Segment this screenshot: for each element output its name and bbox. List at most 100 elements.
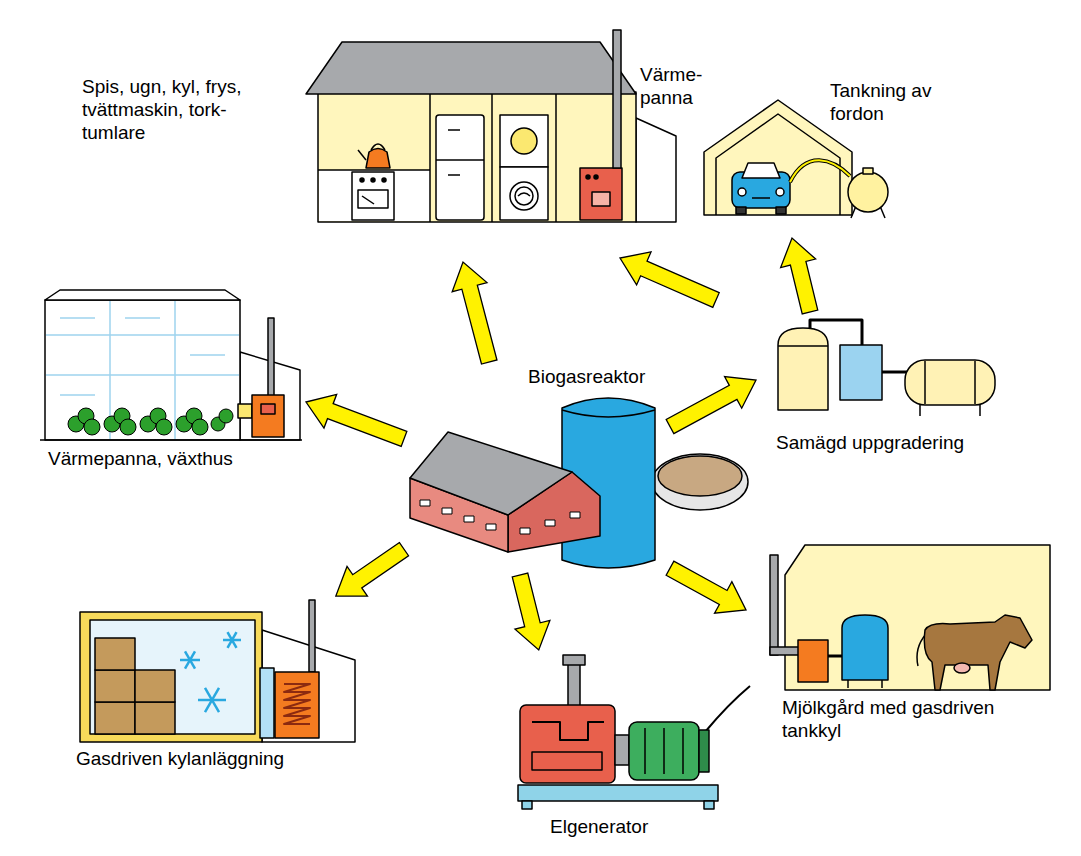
upgrading-illustration — [919, 404, 921, 416]
garage-illustration — [776, 188, 784, 196]
house-illustration — [448, 129, 460, 131]
application-box: Elgenerator — [508, 650, 756, 846]
greenhouse-illustration — [120, 419, 136, 435]
cold-storage-illustration — [185, 651, 195, 668]
garage-illustration — [752, 197, 770, 199]
garage-illustration — [776, 207, 786, 214]
generator-illustration — [682, 728, 684, 774]
cold-storage-illustration — [228, 632, 237, 648]
greenhouse-illustration — [125, 317, 160, 319]
dairy-illustration — [954, 663, 970, 673]
reactor-illustration — [410, 432, 572, 515]
cold-storage-illustration — [95, 702, 135, 734]
cold-storage-illustration — [180, 632, 241, 712]
cold-storage-illustration — [309, 600, 315, 672]
node-label: Värmepanna, växthus — [48, 448, 233, 471]
garage-illustration — [848, 172, 888, 212]
greenhouse-illustration — [60, 394, 95, 396]
cold-storage-illustration — [135, 670, 175, 702]
house-illustration — [358, 190, 388, 208]
flow-arrow — [620, 252, 719, 307]
house-illustration — [362, 196, 374, 204]
greenhouse-illustration — [46, 301, 239, 439]
greenhouse-illustration — [68, 408, 233, 435]
generator-illustration — [518, 655, 750, 809]
reactor-illustration — [410, 398, 748, 568]
reactor-illustration — [520, 528, 530, 534]
application-box: Tankning av fordon — [712, 76, 990, 222]
garage-illustration — [716, 114, 840, 215]
generator-illustration — [705, 686, 750, 732]
reactor-illustration — [420, 500, 430, 506]
garage-illustration — [790, 160, 850, 182]
reactor-illustration — [486, 524, 496, 530]
greenhouse-illustration — [46, 374, 239, 376]
generator-illustration — [615, 735, 629, 765]
dairy-illustration — [770, 647, 800, 655]
generator-illustration — [518, 785, 718, 801]
garage-illustration — [736, 207, 746, 214]
house-illustration — [510, 182, 538, 210]
garage-illustration — [704, 100, 852, 215]
greenhouse-illustration — [238, 404, 252, 418]
house-illustration — [436, 159, 484, 161]
greenhouse-illustration — [219, 409, 233, 423]
house-illustration — [613, 30, 621, 168]
application-box: Samägd uppgradering — [770, 318, 1020, 464]
cold-storage-illustration — [228, 632, 237, 648]
greenhouse-illustration — [192, 419, 208, 435]
generator-illustration — [520, 705, 615, 783]
house-illustration — [352, 172, 394, 220]
dairy-illustration — [770, 545, 1050, 690]
node-label: Mjölkgård med gasdriven tankkyl — [782, 697, 1032, 743]
garage-illustration — [738, 188, 746, 196]
reactor-illustration — [420, 500, 580, 534]
house-illustration — [580, 168, 622, 220]
dairy-illustration — [828, 655, 842, 658]
flow-arrow — [781, 238, 818, 314]
flow-arrow — [306, 394, 407, 446]
reactor-illustration — [442, 508, 452, 514]
house-illustration — [306, 30, 676, 222]
generator-illustration — [568, 662, 580, 707]
house-illustration — [448, 174, 460, 176]
cold-storage-illustration — [95, 638, 135, 670]
upgrading-illustration — [974, 361, 976, 404]
house-illustration — [371, 144, 385, 150]
house-illustration — [318, 92, 636, 222]
house-illustration — [500, 115, 548, 167]
house-illustration — [518, 193, 530, 196]
greenhouse-illustration — [261, 404, 275, 414]
generator-illustration — [704, 801, 714, 809]
greenhouse-illustration — [252, 395, 284, 437]
upgrading-illustration — [924, 361, 926, 404]
greenhouse-illustration — [174, 301, 176, 439]
upgrading-illustration — [778, 320, 995, 416]
application-box: Värmepanna, växthus — [38, 286, 304, 482]
cold-storage-illustration — [205, 688, 219, 712]
generator-illustration — [663, 728, 665, 774]
generator-illustration — [629, 722, 699, 780]
cold-storage-illustration — [90, 620, 255, 734]
house-illustration — [636, 118, 676, 222]
dairy-illustration — [924, 615, 1032, 690]
greenhouse-illustration — [60, 317, 95, 319]
house-illustration — [586, 175, 590, 179]
house-illustration — [491, 94, 493, 222]
greenhouse-illustration — [45, 290, 240, 300]
greenhouse-illustration — [268, 318, 274, 396]
node-label: Elgenerator — [550, 816, 648, 839]
generator-illustration — [563, 655, 585, 665]
flow-arrow — [336, 543, 409, 597]
house-illustration — [555, 94, 557, 222]
cold-storage-illustration — [80, 612, 262, 742]
cold-storage-illustration — [275, 672, 319, 738]
house-illustration — [592, 192, 610, 206]
upgrading-illustration — [979, 404, 981, 416]
house-illustration — [511, 128, 537, 154]
node-label: Samägd uppgradering — [776, 432, 964, 455]
greenhouse-illustration — [84, 419, 100, 435]
